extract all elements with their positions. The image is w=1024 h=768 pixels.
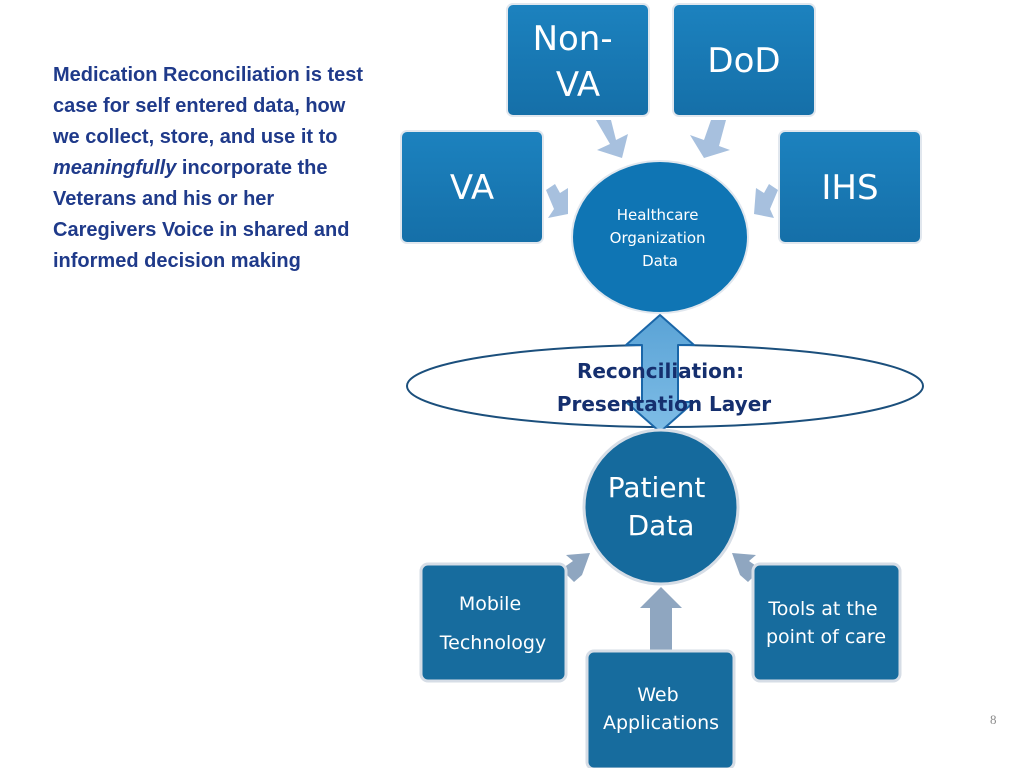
arrow-mobile-to-patient	[553, 553, 590, 582]
arrow-ihs-to-hub	[754, 184, 778, 218]
box-tools-point-of-care: Tools at the point of care	[751, 562, 902, 683]
source-arrows	[546, 120, 778, 218]
box-ihs-label: IHS	[821, 168, 878, 208]
box-va-label: VA	[450, 168, 494, 208]
arrow-web-to-patient	[640, 587, 682, 652]
healthcare-hub: Healthcare Organization Data	[571, 160, 749, 314]
intro-text: Medication Reconciliation is test case f…	[53, 60, 373, 277]
input-arrows	[553, 553, 769, 652]
patient-hub: Patient Data	[582, 428, 740, 586]
box-va: VA	[400, 130, 544, 244]
box-web-applications-label: Web Applications	[603, 684, 719, 734]
healthcare-hub-label: Healthcare Organization Data	[610, 206, 711, 270]
arrow-tools-to-patient	[732, 553, 769, 582]
reconciliation-label: Reconciliation: Presentation Layer	[557, 359, 771, 416]
box-tools-point-of-care-label: Tools at the point of care	[766, 598, 886, 648]
box-mobile-technology: Mobile Technology	[419, 562, 568, 683]
arrow-va-to-hub	[546, 184, 568, 218]
patient-hub-label: Patient Data	[608, 471, 714, 542]
box-dod-label: DoD	[707, 41, 780, 81]
box-dod: DoD	[672, 3, 816, 117]
intro-part-1: Medication Reconciliation is test case f…	[53, 64, 364, 148]
box-ihs: IHS	[778, 130, 922, 244]
arrow-dod-to-hub	[690, 120, 730, 158]
arrow-non-va-to-hub	[596, 120, 628, 158]
box-non-va: Non- VA	[506, 3, 650, 117]
intro-emphasis: meaningfully	[53, 157, 177, 179]
box-non-va-label: Non- VA	[533, 19, 624, 105]
box-web-applications: Web Applications	[585, 649, 736, 768]
intro-part-2: incorporate the Veterans and his or her …	[53, 157, 350, 272]
box-mobile-technology-label: Mobile Technology	[439, 593, 546, 654]
slide-number: 8	[990, 712, 997, 727]
